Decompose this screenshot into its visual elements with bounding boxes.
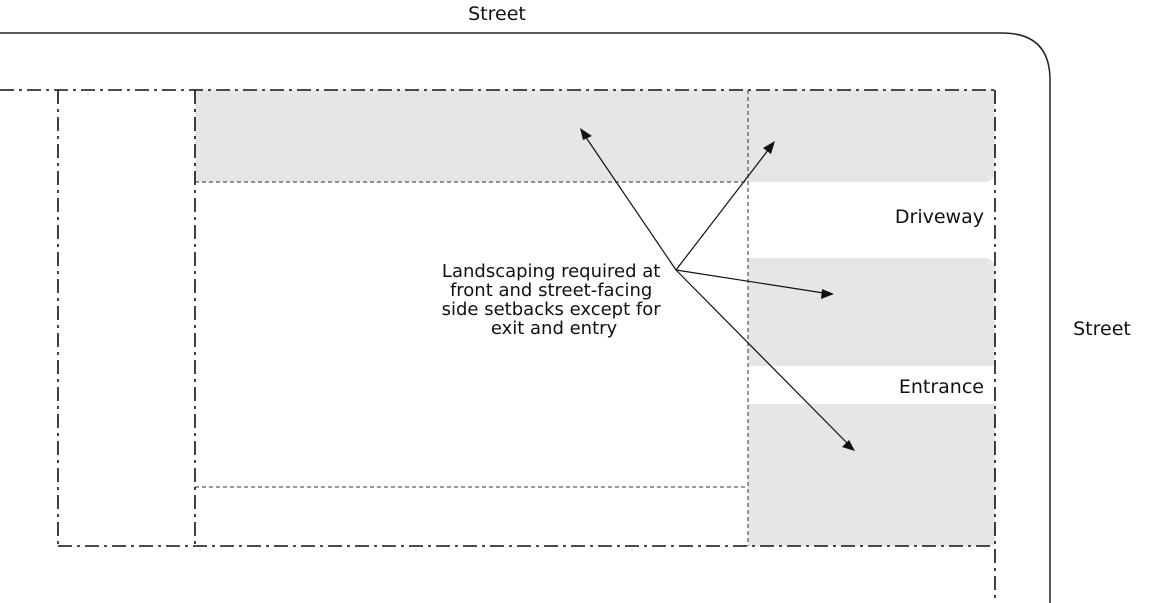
arrowhead-side-middle — [821, 289, 834, 299]
driveway-label: Driveway — [895, 206, 984, 228]
callout-line-2: front and street-facing — [450, 280, 652, 301]
arrowhead-front-setback — [580, 128, 592, 140]
callout-line-4: exit and entry — [491, 318, 618, 339]
arrowhead-side-top — [763, 141, 775, 154]
landscaping-callout: Landscaping required at front and street… — [442, 261, 667, 339]
callout-line-3: side setbacks except for — [442, 299, 662, 320]
street-label-right: Street — [1073, 318, 1131, 340]
front-setback-landscaping — [195, 90, 748, 182]
callout-arrows — [580, 128, 855, 451]
street-curb-line — [0, 32, 1051, 603]
entrance-label: Entrance — [899, 376, 984, 398]
street-label-top: Street — [468, 3, 526, 25]
arrow-to-side-top — [675, 144, 773, 271]
side-setback-landscaping-middle — [748, 258, 995, 366]
side-setback-landscaping-top — [748, 90, 995, 182]
side-setback-landscaping-bottom — [748, 404, 995, 546]
callout-line-1: Landscaping required at — [442, 261, 660, 282]
arrow-to-side-bottom — [675, 269, 853, 449]
arrow-to-side-middle — [675, 269, 831, 295]
arrow-to-front-setback — [582, 132, 677, 271]
arrowhead-side-bottom — [842, 440, 855, 451]
